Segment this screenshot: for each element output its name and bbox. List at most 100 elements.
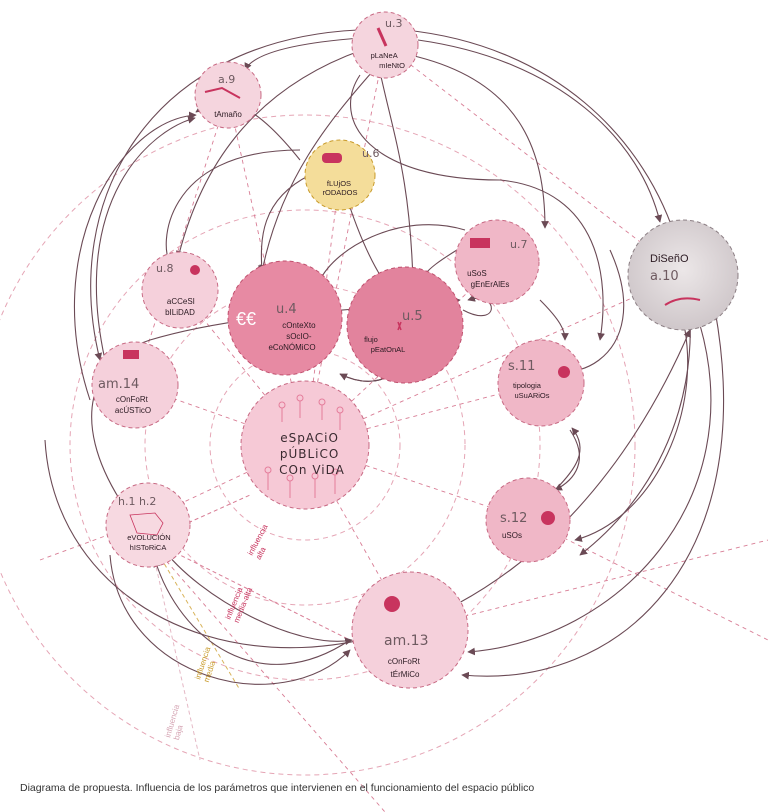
node-u6-label: fLUjOS rODADOS	[322, 179, 357, 197]
accessibility-icon	[190, 265, 200, 275]
building-icon	[470, 238, 490, 248]
spokes	[39, 44, 768, 812]
spoke-am13-right	[409, 539, 768, 631]
size-icon	[204, 86, 241, 99]
euro-icon: €€	[236, 309, 256, 329]
node-am13[interactable]: am.13 cOnFoRt tÉrMiCo	[351, 571, 469, 689]
arrow-u7-u4	[316, 224, 466, 286]
influence-labels: influencia alta influencia media-alta in…	[163, 521, 279, 741]
uses-icon	[541, 511, 555, 525]
spoke-h12-bottom	[134, 524, 386, 812]
node-u3-code: u.3	[385, 17, 402, 30]
influence-media-alta-label: influencia media-alta	[224, 582, 255, 624]
arrow-a10-s12	[574, 329, 689, 542]
spoke-a9-am14	[134, 94, 229, 386]
node-u7[interactable]: u.7 uSoS gEnErAlEs	[454, 219, 540, 305]
node-a10[interactable]: DiSeñO a.10	[627, 219, 739, 331]
arrows	[44, 29, 725, 685]
tree-icon	[384, 596, 400, 612]
users-icon	[558, 366, 570, 378]
node-a10-circle	[627, 219, 739, 331]
node-s12[interactable]: s.12 uSOs	[485, 477, 571, 563]
node-am13-circle	[351, 571, 469, 689]
spoke-u3-a10	[384, 44, 684, 276]
arrow-top-u8	[162, 149, 301, 263]
arrow-u3-u8	[175, 49, 363, 259]
spoke-a10	[304, 274, 684, 446]
node-u8[interactable]: u.8 aCCeSI bILiDAD	[141, 251, 219, 329]
ray-media	[149, 539, 241, 691]
node-a9-circle	[194, 61, 262, 129]
node-u4-code: u.4	[276, 302, 297, 317]
pencil-icon	[376, 27, 388, 47]
pedestrian-icon	[397, 321, 402, 331]
influence-media-label: influencia media	[193, 644, 221, 684]
node-h12[interactable]: h.1 h.2 eVOLUCIÓN hISToRiCA	[105, 482, 191, 568]
node-u5[interactable]: u.5 flujo pEatOnAL	[346, 266, 464, 384]
ring-inner	[209, 349, 401, 541]
ray-alta	[149, 494, 251, 541]
spoke-h12-left	[39, 524, 136, 561]
arrow-s12-s11	[554, 427, 581, 491]
node-u5-circle	[346, 266, 464, 384]
arrow-u3-s11	[350, 74, 605, 341]
node-u7-label: uSoS gEnErAlEs	[467, 269, 509, 289]
node-a9-label: tAmaño	[214, 110, 242, 119]
node-s12-code: s.12	[500, 511, 527, 526]
node-u6-code: u.6	[362, 147, 379, 160]
arrow-a10-am13b	[461, 309, 725, 680]
node-h12-circle	[105, 482, 191, 568]
node-u4-label: cOnteXto sOcIO- eCoNÓMiCO	[268, 321, 317, 352]
arrow-a10-am13	[467, 324, 712, 656]
influence-alta-label: influencia alta	[246, 521, 279, 561]
map-icon	[129, 512, 164, 536]
node-am14-label: cOnFoRt acÚSTicO	[115, 395, 151, 415]
node-s12-circle	[485, 477, 571, 563]
node-centre[interactable]: eSpACiO pÚBLiCO COn ViDA	[240, 380, 370, 510]
arrow-u6-u4	[257, 174, 311, 273]
node-s12-label: uSOs	[502, 531, 522, 540]
arrow-u3-u5	[379, 71, 417, 283]
arrow-h12-am13b	[159, 544, 353, 646]
influence-rays	[149, 494, 351, 761]
car-icon	[322, 153, 342, 163]
node-a10-label: DiSeñO	[650, 253, 689, 265]
people-silhouettes	[264, 394, 344, 498]
node-u8-label: aCCeSI bILiDAD	[165, 297, 197, 317]
arrow-h12-a9	[73, 111, 197, 401]
arrow-am14-a9	[95, 116, 196, 361]
node-am13-code: am.13	[384, 633, 428, 649]
node-s11[interactable]: s.11 tipologia uSuARiOs	[497, 339, 585, 427]
spoke-am14	[134, 384, 306, 446]
node-u4-circle	[227, 260, 343, 376]
arrow-u3-am14	[90, 29, 359, 361]
node-u6[interactable]: u.6 fLUjOS rODADOS	[304, 139, 379, 211]
acoustic-icon	[123, 350, 139, 359]
arrow-am13-h12	[153, 559, 351, 665]
figure-caption: Diagrama de propuesta. Influencia de los…	[20, 782, 535, 794]
arrow-u3-u7	[409, 54, 549, 229]
node-a9[interactable]: a.9 tAmaño	[194, 61, 262, 129]
node-u8-code: u.8	[156, 262, 173, 275]
ray-media-alta	[149, 539, 351, 641]
node-u5-code: u.5	[402, 309, 423, 324]
node-u3-label: pLaNeA mIeNtO	[371, 51, 405, 70]
node-u3[interactable]: u.3 pLaNeA mIeNtO	[351, 11, 419, 79]
arrow-h12-am13	[109, 554, 351, 685]
node-a10-code: a.10	[650, 269, 679, 284]
node-u7-code: u.7	[510, 238, 527, 251]
arrow-u3-u4	[259, 71, 373, 273]
node-u7-circle	[454, 219, 540, 305]
arrow-u7-s11	[539, 299, 569, 341]
centre-circle	[240, 380, 370, 510]
ring-3	[69, 209, 541, 681]
ring-outer	[0, 114, 636, 776]
node-am14[interactable]: am.14 cOnFoRt acÚSTicO	[91, 341, 179, 429]
node-h12-code: h.1 h.2	[118, 495, 156, 508]
node-u4[interactable]: u.4 €€ cOnteXto sOcIO- eCoNÓMiCO	[227, 260, 343, 376]
arrow-u3-a9	[244, 37, 361, 71]
spoke-u3	[304, 44, 386, 446]
ray-baja	[149, 539, 201, 761]
arrow-outer-a10	[44, 329, 691, 649]
